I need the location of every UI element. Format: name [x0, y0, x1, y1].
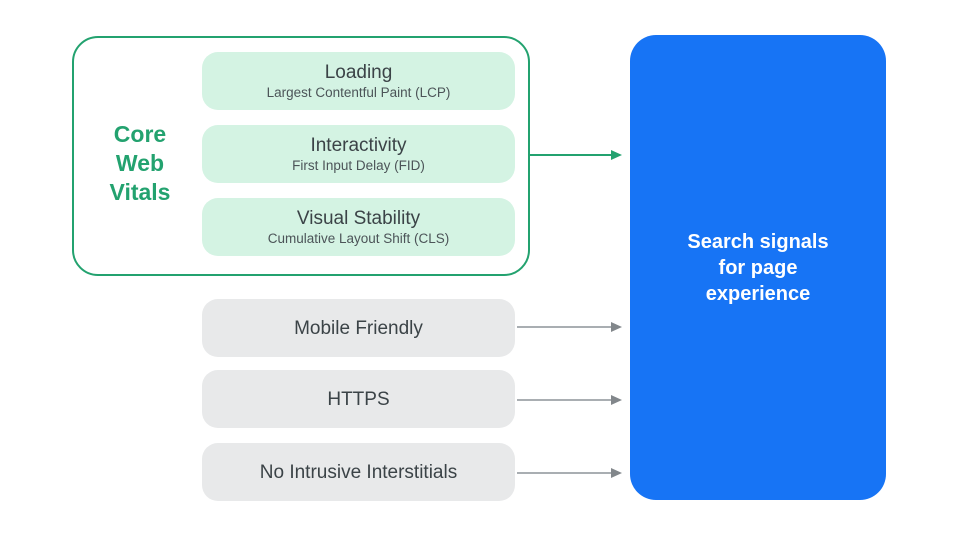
- card-title: Interactivity: [310, 135, 407, 156]
- arrow-line: [530, 153, 611, 157]
- arrow-head: [611, 150, 622, 160]
- core-web-vitals-label: Core Web Vitals: [109, 121, 171, 205]
- arrow-head: [611, 322, 622, 332]
- card-subtitle: Cumulative Layout Shift (CLS): [267, 231, 450, 246]
- card-title: No Intrusive Interstitials: [259, 461, 458, 483]
- card-subtitle: First Input Delay (FID): [292, 158, 425, 173]
- arrow-line: [517, 326, 611, 328]
- signal-card-https: HTTPS: [202, 370, 515, 428]
- cwv-card-interactivity: Interactivity First Input Delay (FID): [202, 125, 515, 183]
- arrow-head: [611, 395, 622, 405]
- core-web-vitals-group: [72, 36, 530, 276]
- mobile-friendly-arrow-right-icon: [517, 321, 622, 333]
- cwv-arrow-right-icon: [530, 149, 622, 161]
- signal-card-no-intrusive-interstitials: No Intrusive Interstitials: [202, 443, 515, 501]
- card-subtitle: Largest Contentful Paint (LCP): [266, 85, 451, 100]
- arrow-line: [517, 472, 611, 474]
- signal-card-mobile-friendly: Mobile Friendly: [202, 299, 515, 357]
- card-title: HTTPS: [327, 388, 390, 410]
- cwv-card-visual-stability: Visual Stability Cumulative Layout Shift…: [202, 198, 515, 256]
- arrow-head: [611, 468, 622, 478]
- interstitials-arrow-right-icon: [517, 467, 622, 479]
- card-title: Loading: [324, 62, 393, 83]
- search-signals-box: Search signals for page experience: [630, 35, 886, 500]
- https-arrow-right-icon: [517, 394, 622, 406]
- card-title: Visual Stability: [296, 208, 421, 229]
- arrow-line: [517, 399, 611, 401]
- card-title: Mobile Friendly: [294, 317, 423, 339]
- cwv-card-loading: Loading Largest Contentful Paint (LCP): [202, 52, 515, 110]
- search-signals-label: Search signals for page experience: [687, 230, 829, 305]
